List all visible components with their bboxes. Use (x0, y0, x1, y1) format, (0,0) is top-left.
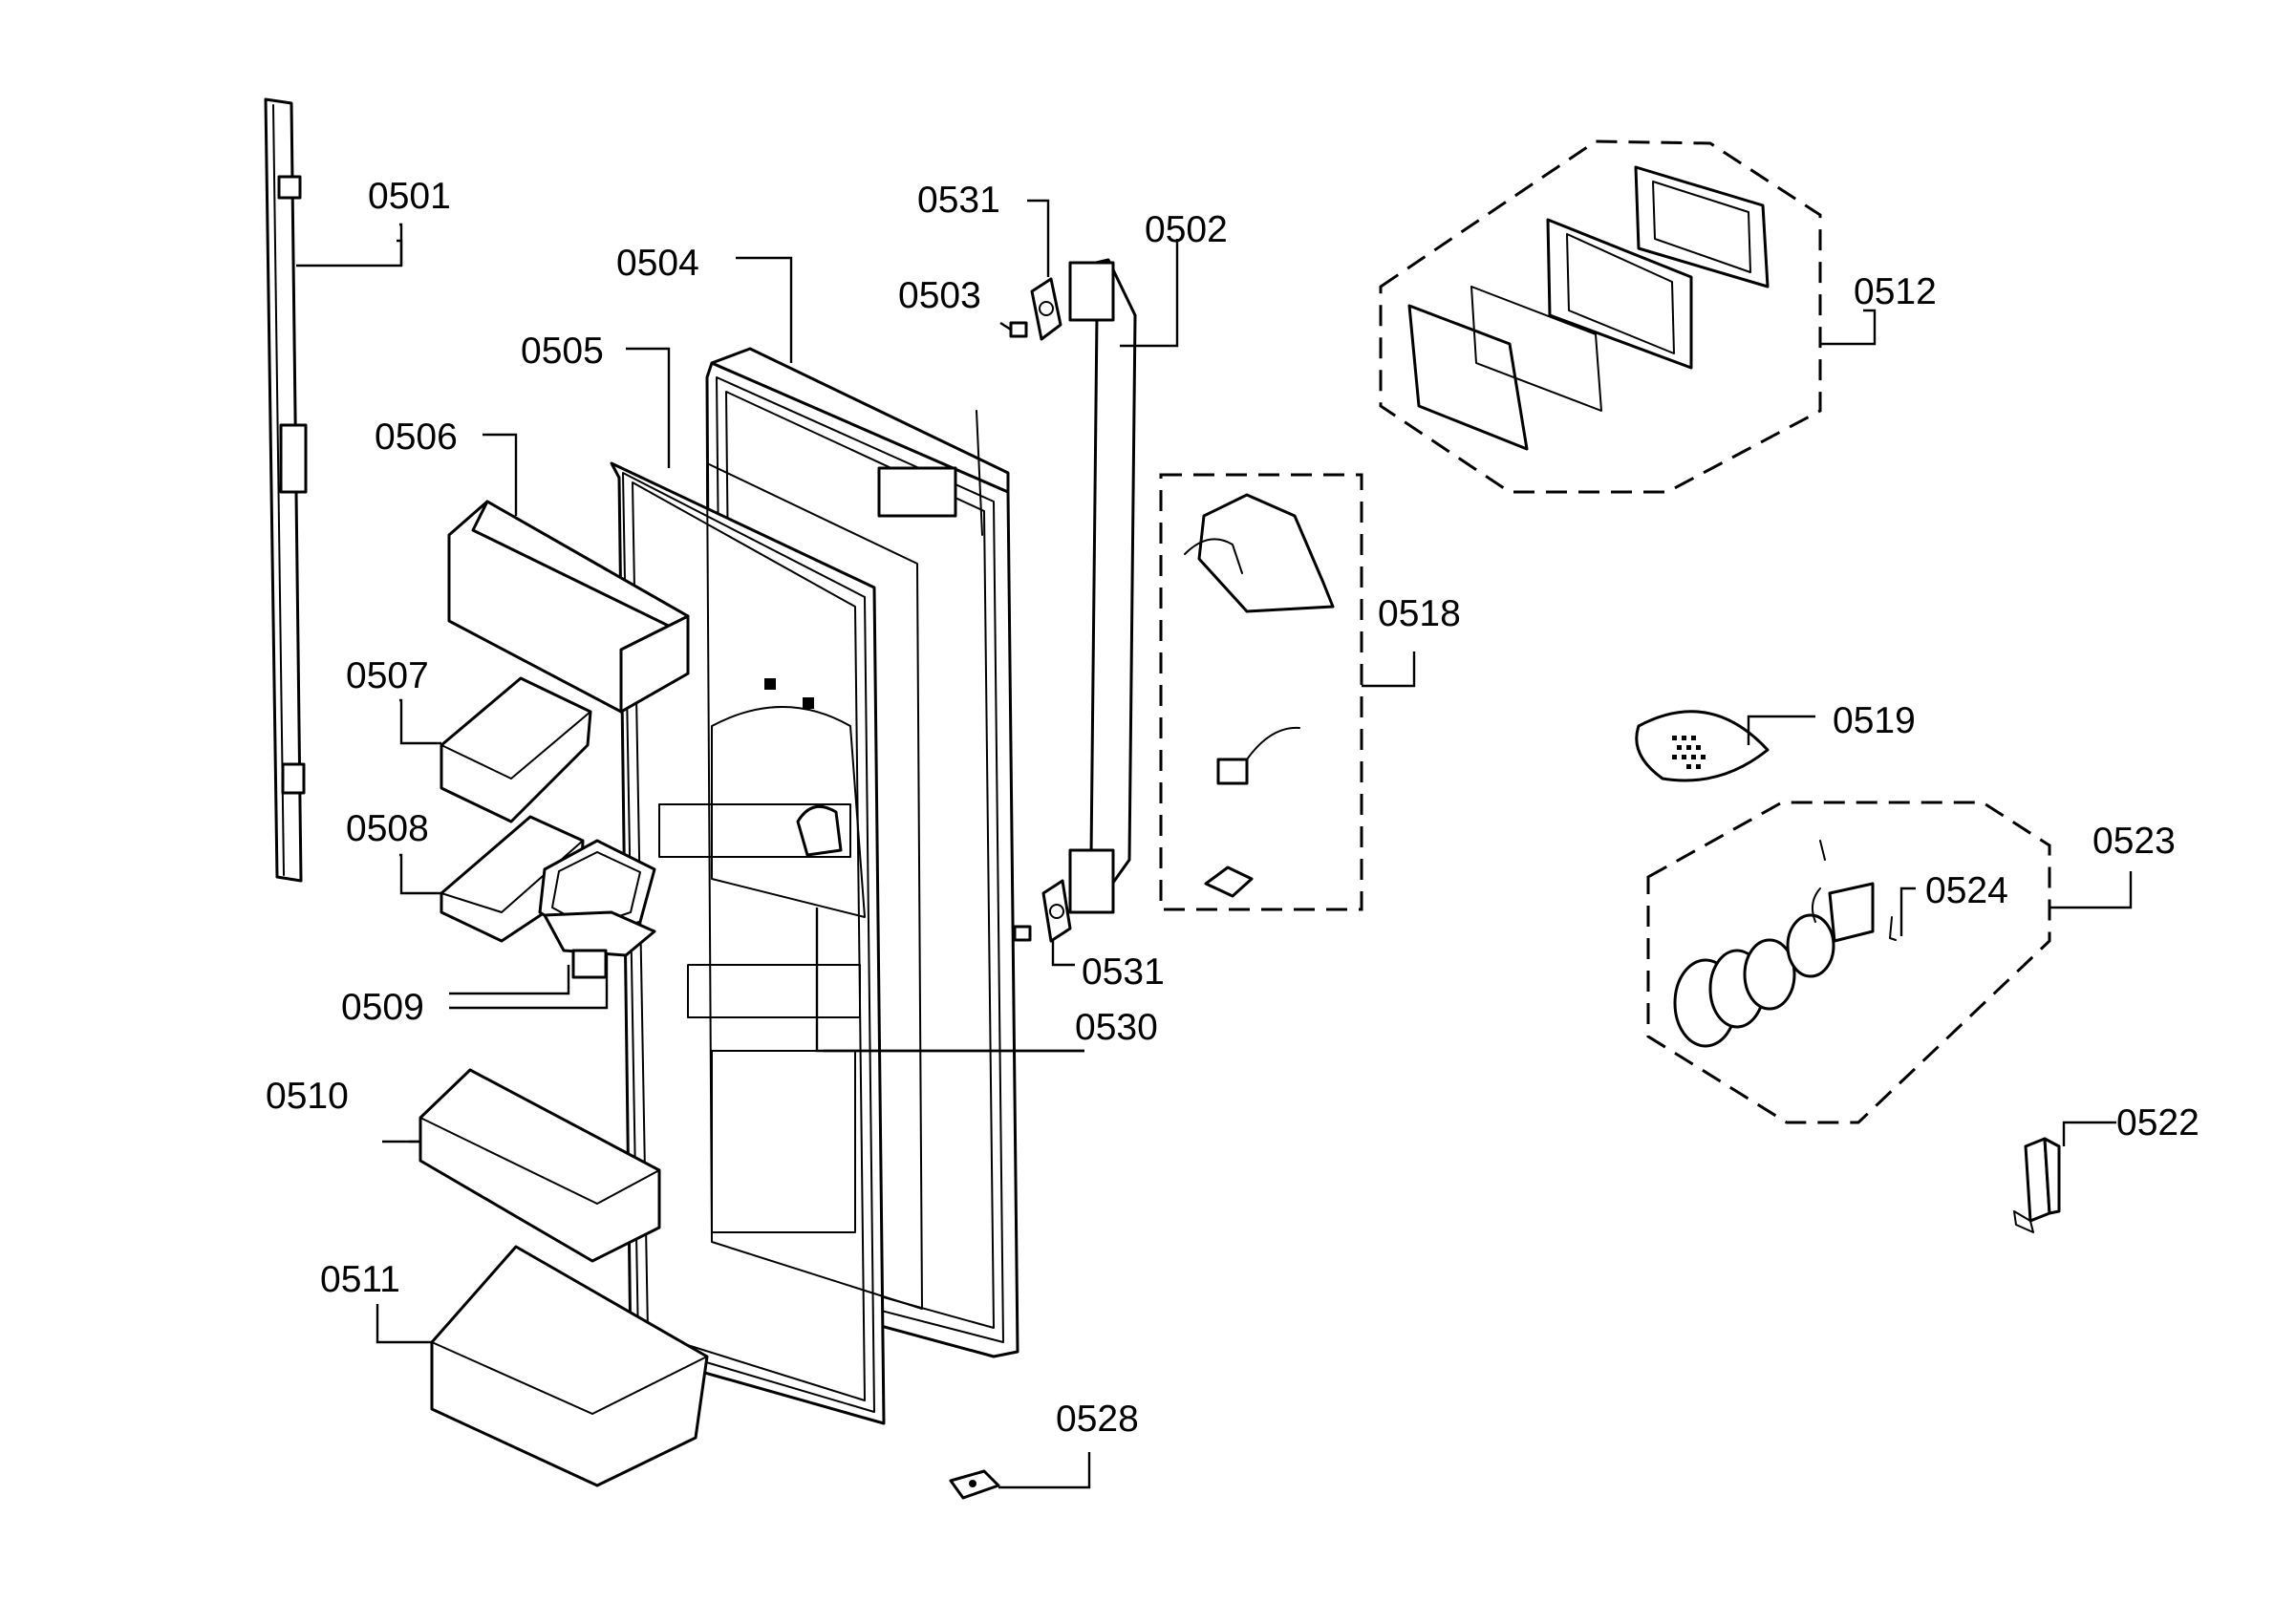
part-0523-lamp-assembly (1646, 801, 2051, 1124)
part-0511-deep-door-bin (430, 1245, 709, 1487)
part-0528-clip (949, 1469, 1000, 1500)
part-0507-small-shelf (440, 676, 592, 823)
part-0510-door-shelf (418, 1068, 661, 1263)
label-0501: 0501 (368, 176, 451, 217)
label-0502: 0502 (1145, 209, 1228, 250)
part-0509-dispenser-funnel (538, 839, 656, 979)
label-0503: 0503 (898, 275, 981, 316)
part-0502-handle (1068, 258, 1137, 914)
label-0504: 0504 (616, 243, 699, 284)
label-0528: 0528 (1056, 1399, 1139, 1440)
label-0518: 0518 (1378, 593, 1461, 634)
part-0531-end-cap-top (1030, 277, 1062, 341)
label-0510: 0510 (266, 1076, 349, 1117)
label-0506: 0506 (375, 417, 458, 458)
label-0505: 0505 (521, 331, 604, 372)
part-0501-trim-strip (264, 97, 308, 883)
label-0522: 0522 (2116, 1102, 2199, 1143)
part-0503-screw (1009, 321, 1028, 338)
label-0531-top: 0531 (917, 180, 1000, 221)
leader-lines (296, 199, 2133, 1489)
label-0509: 0509 (341, 987, 424, 1028)
label-0507: 0507 (346, 655, 429, 696)
part-0512-control-panel (1379, 139, 1822, 494)
part-0519-grille (1635, 710, 1770, 782)
part-0522-switch (2013, 1137, 2061, 1233)
part-0506-door-bin (447, 500, 690, 714)
part-0505-door-gasket (610, 461, 923, 1425)
part-labels: 0501 0502 0503 0504 0505 0506 0507 0508 … (266, 176, 2199, 1440)
label-0512: 0512 (1854, 271, 1937, 312)
label-0530: 0530 (1075, 1007, 1158, 1048)
label-0524: 0524 (1925, 870, 2008, 911)
label-0508: 0508 (346, 808, 429, 849)
part-0518-dispenser-kit (1159, 473, 1363, 911)
label-0523: 0523 (2092, 821, 2176, 862)
label-0519: 0519 (1833, 700, 1916, 741)
label-0511: 0511 (320, 1259, 400, 1300)
label-0531-bottom: 0531 (1082, 951, 1165, 993)
part-0531-end-cap-bottom (1013, 879, 1072, 943)
